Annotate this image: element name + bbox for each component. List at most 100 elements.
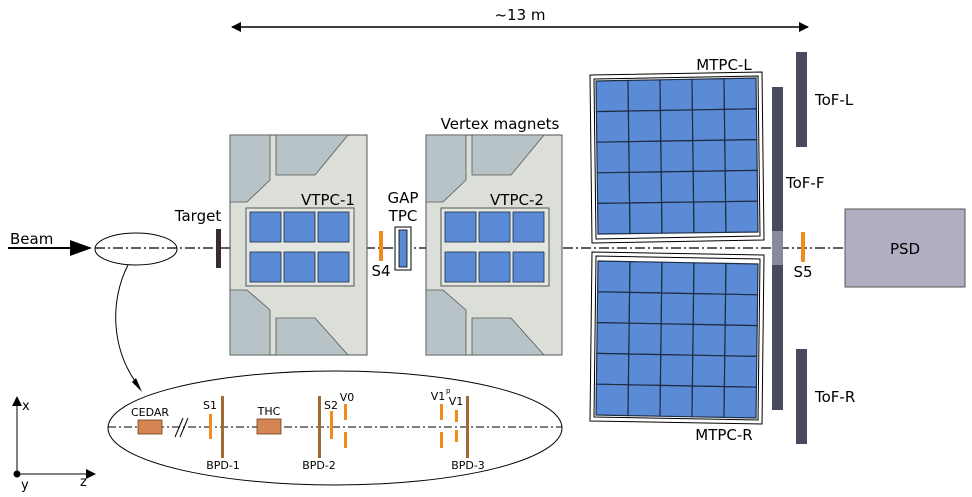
s5-label: S5 — [793, 263, 812, 281]
pad-cell — [317, 211, 350, 243]
pad-cell — [724, 262, 759, 296]
vtpc2-label: VTPC-2 — [490, 191, 544, 209]
pad-cell — [596, 141, 630, 174]
mtpc-r-pads — [595, 260, 759, 419]
bpd1-label: BPD-1 — [206, 459, 240, 472]
mtpc-l-label: MTPC-L — [696, 56, 752, 74]
bpd3-detector — [466, 396, 469, 458]
target — [216, 229, 221, 268]
pad-cell — [660, 261, 695, 295]
pad-cell — [723, 355, 758, 388]
pad-cell — [660, 292, 695, 326]
axis-z-label: z — [80, 475, 87, 490]
v1p-superscript: p — [446, 387, 451, 395]
pad-cell — [628, 291, 663, 325]
tof-r-wall — [796, 349, 807, 444]
bpd2-detector — [318, 396, 321, 458]
beam-label: Beam — [10, 230, 53, 248]
axis-break-2 — [179, 417, 189, 438]
pad-cell — [723, 77, 758, 110]
pad-cell — [595, 79, 630, 113]
pad-cell — [596, 202, 631, 235]
bpd2-label: BPD-2 — [302, 459, 336, 472]
v0-counter-top — [344, 404, 347, 420]
s2-counter — [330, 411, 333, 439]
pad-cell — [512, 251, 545, 283]
gap-tpc-label-1: GAP — [388, 189, 419, 207]
s1-counter — [209, 414, 212, 439]
pad-cell — [723, 108, 758, 141]
bpd3-label: BPD-3 — [451, 459, 485, 472]
vtpc1-pads — [249, 211, 350, 283]
zoom-pointer-head — [132, 378, 142, 392]
pad-cell — [659, 78, 694, 112]
pad-cell — [444, 251, 477, 283]
vtpc2-pads — [444, 211, 545, 283]
pad-cell — [478, 211, 511, 243]
s4-label: S4 — [371, 262, 390, 280]
vtpc1-magnet — [229, 134, 368, 356]
pad-cell — [692, 292, 727, 326]
pad-cell — [659, 109, 694, 142]
pad-cell — [628, 260, 663, 294]
pad-cell — [724, 293, 759, 327]
pad-cell — [596, 321, 630, 355]
pad-cell — [596, 291, 631, 324]
v1-counter-top — [455, 410, 458, 422]
v0-counter-bottom — [344, 432, 347, 448]
pad-cell — [317, 251, 350, 283]
vtpc1-label: VTPC-1 — [301, 191, 355, 209]
pad-cell — [627, 353, 662, 387]
pad-cell — [659, 384, 694, 418]
beamline-zoom-ellipse — [94, 232, 178, 266]
tof-f-gap — [772, 231, 783, 265]
tof-f-label: ToF-F — [785, 174, 824, 192]
axis-x-label: x — [22, 399, 30, 414]
pad-cell — [692, 262, 727, 295]
dimension-label: ~13 m — [494, 6, 545, 24]
vertex-magnets-label: Vertex magnets — [441, 115, 560, 133]
s5-counter — [801, 232, 805, 262]
mtpc-r-label: MTPC-R — [695, 426, 752, 444]
pad-cell — [724, 138, 758, 172]
pad-cell — [628, 171, 663, 204]
axis-y-label: y — [21, 478, 29, 493]
pad-cell — [595, 352, 630, 386]
pad-cell — [659, 353, 694, 387]
pad-cell — [660, 323, 694, 356]
pad-cell — [627, 384, 662, 417]
axis-break-1 — [174, 417, 184, 438]
gap-tpc-pad — [398, 229, 408, 268]
v1p-counter-top — [440, 404, 443, 420]
mtpc-r — [589, 251, 765, 425]
gap-tpc-label-2: TPC — [388, 207, 418, 225]
pad-cell — [691, 77, 726, 111]
psd-label: PSD — [890, 240, 920, 258]
thc-label: THC — [257, 405, 281, 418]
pad-cell — [249, 251, 282, 283]
s2-label: S2 — [324, 399, 338, 412]
coordinate-axes — [12, 396, 96, 479]
pad-cell — [691, 385, 726, 419]
target-label: Target — [174, 207, 222, 225]
pad-cell — [596, 260, 631, 294]
v1p-label: V1 — [431, 390, 446, 403]
v1p-counter-bottom — [440, 432, 443, 448]
pad-cell — [660, 201, 695, 234]
pad-cell — [596, 171, 631, 205]
tof-l-wall — [796, 52, 807, 147]
pad-cell — [691, 108, 726, 142]
pad-cell — [444, 211, 477, 243]
v0-label: V0 — [340, 391, 355, 404]
bpd1-detector — [221, 396, 224, 458]
psd — [844, 208, 966, 288]
tof-l-label: ToF-L — [814, 91, 854, 109]
pad-cell — [724, 169, 759, 203]
pad-cell — [692, 201, 727, 234]
pad-cell — [478, 251, 511, 283]
pad-cell — [595, 110, 630, 143]
pad-cell — [723, 385, 758, 419]
pad-cell — [724, 200, 759, 234]
beam-arrowhead — [70, 240, 92, 256]
